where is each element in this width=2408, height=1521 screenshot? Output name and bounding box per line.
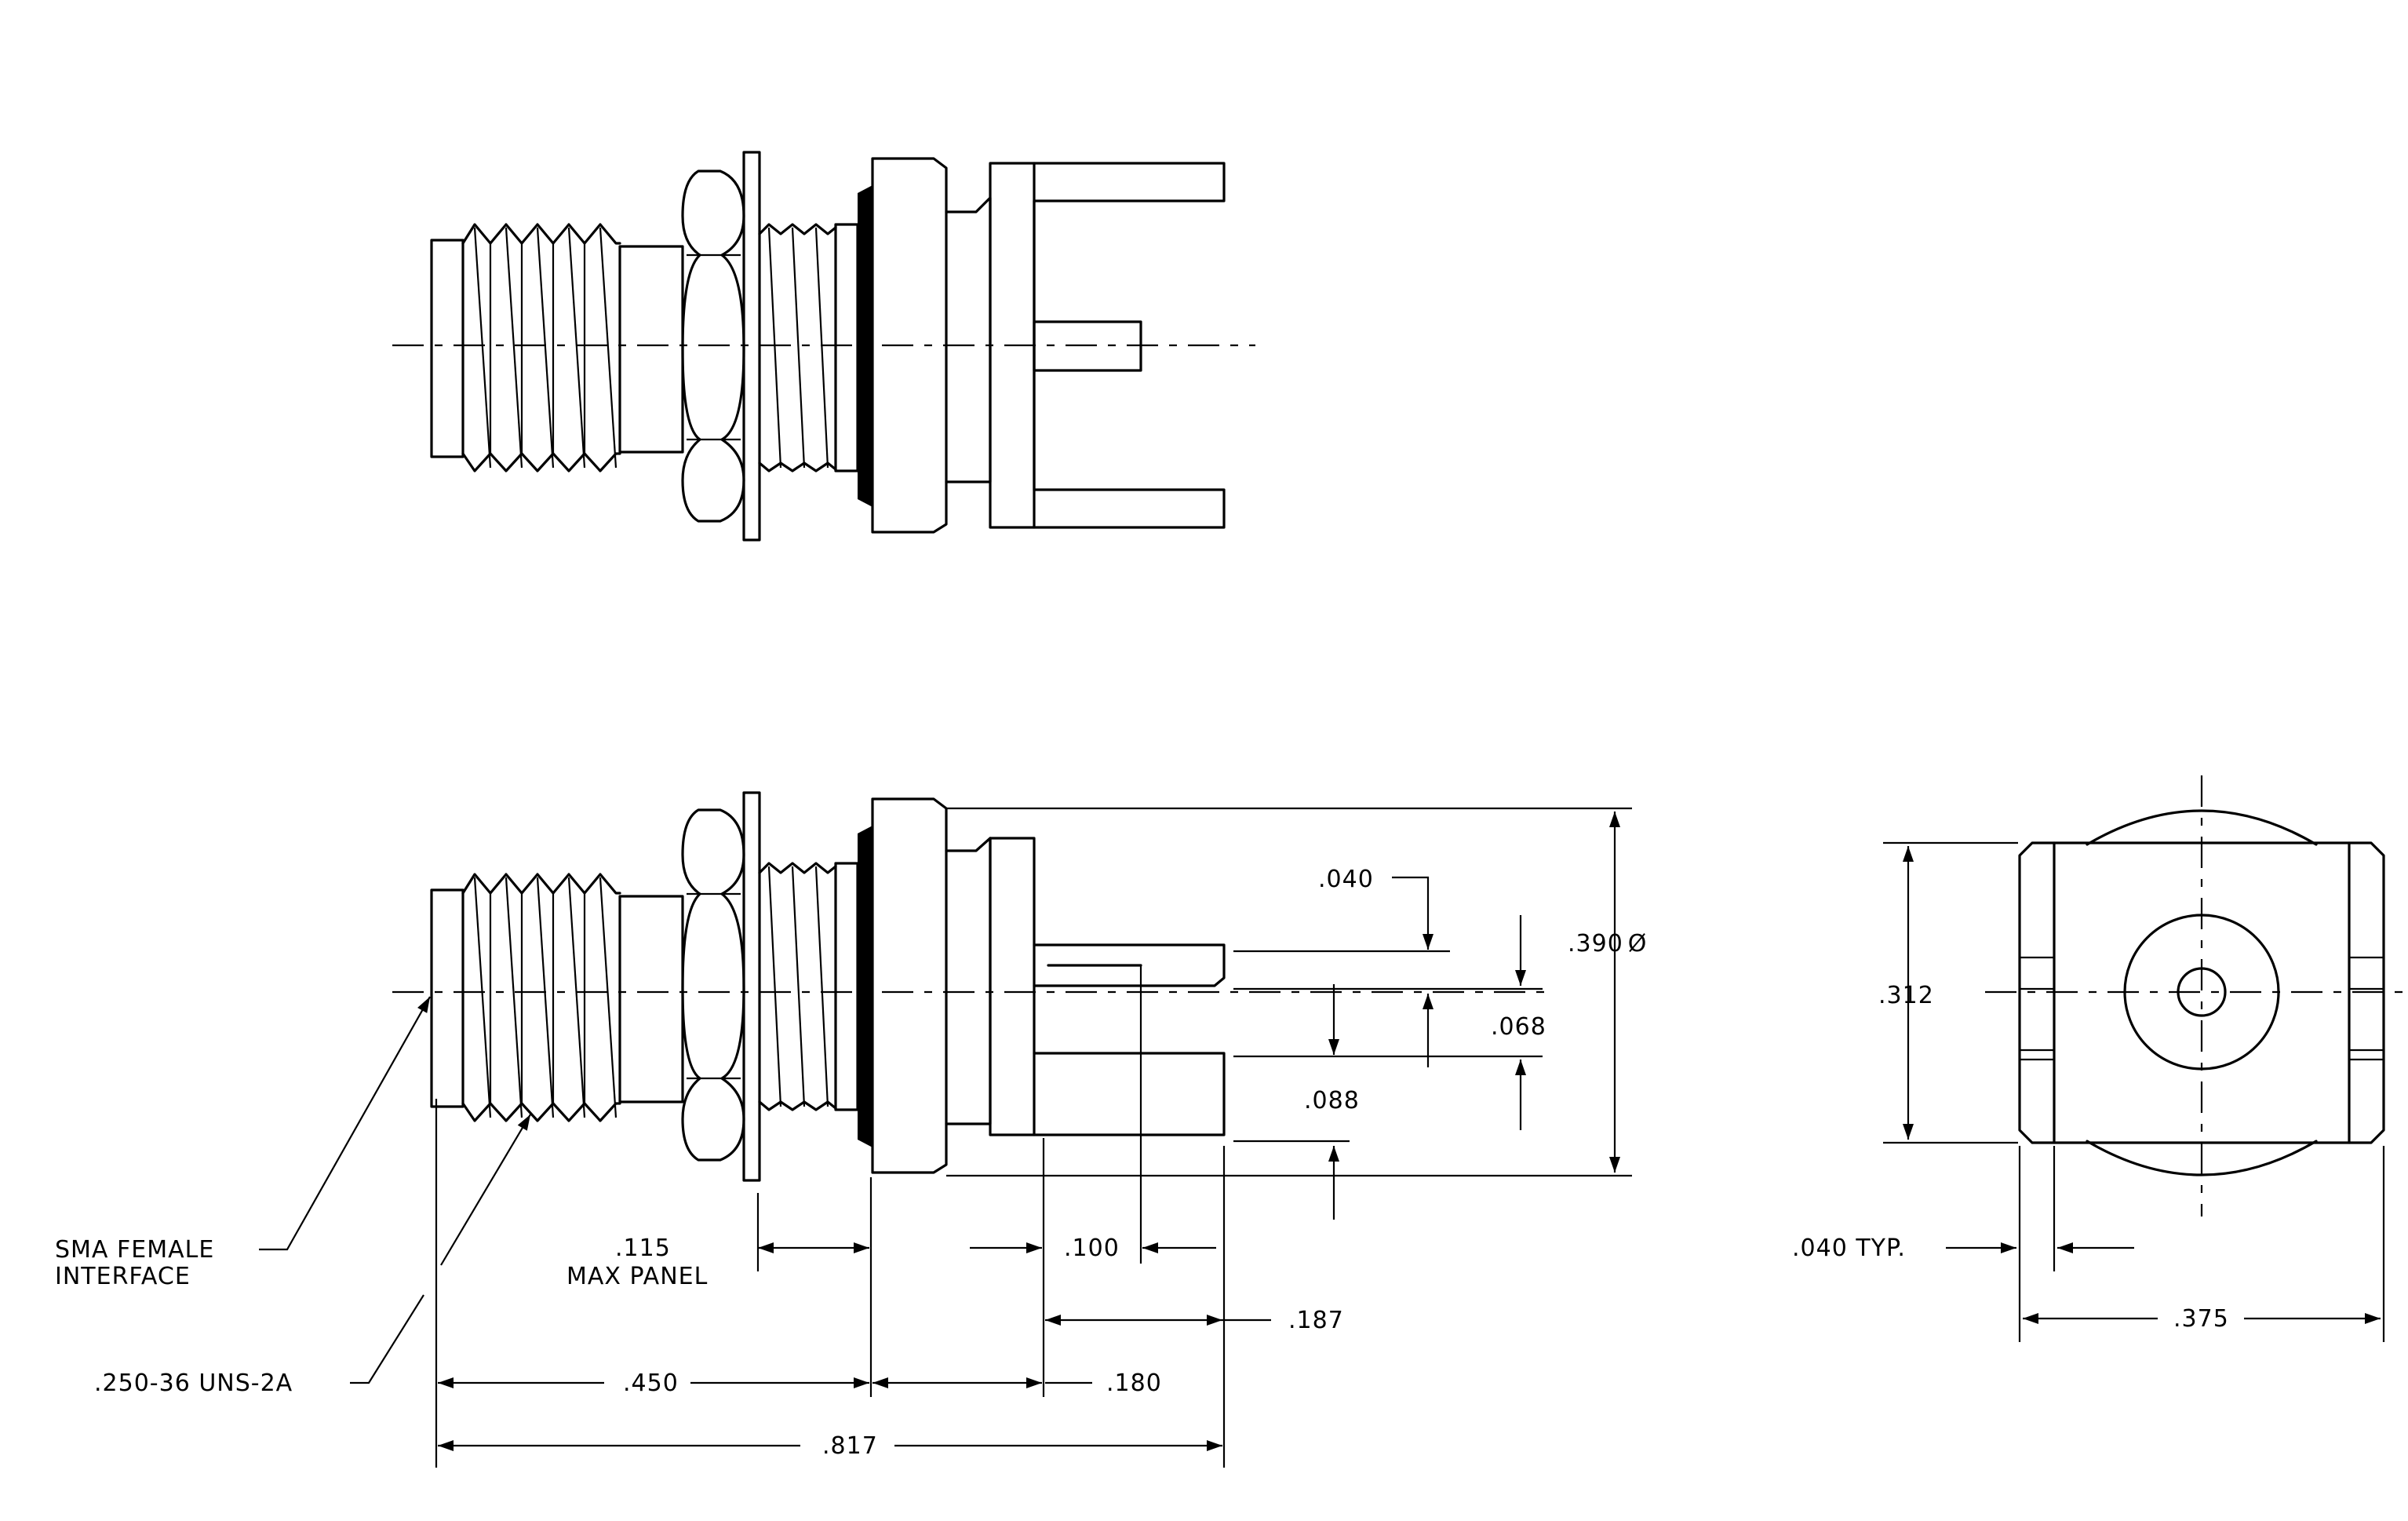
dim-817-text: .817: [822, 1432, 878, 1460]
thread-leader-upper: [440, 1114, 531, 1266]
sma-interface-label-2: INTERFACE: [55, 1263, 191, 1290]
top-upper-leg: [1033, 162, 1226, 202]
dim-088-text: .088: [1304, 1087, 1360, 1114]
side-body-block: [989, 837, 1036, 1136]
top-hex-nut: [681, 170, 745, 523]
top-collar: [834, 223, 859, 472]
side-rear-thread: [758, 862, 837, 1111]
side-collar: [834, 862, 859, 1111]
dim-375-text: .375: [2173, 1305, 2229, 1333]
dim-068-text: .068: [1491, 1013, 1546, 1041]
thread-leader-lower: [350, 1294, 424, 1384]
sma-interface-label-1: SMA FEMALE: [55, 1236, 214, 1264]
dim-040-leader: [1392, 876, 1434, 950]
side-hex-nut: [681, 808, 745, 1162]
side-upper-pin: [1033, 943, 1226, 987]
side-thread-body: [461, 873, 621, 1122]
top-flange: [871, 157, 948, 534]
side-gasket: [858, 826, 872, 1147]
top-body: [945, 196, 992, 483]
side-washer: [742, 791, 761, 1182]
dim-040typ-text: .040 TYP.: [1792, 1235, 1906, 1262]
side-body: [945, 837, 992, 1125]
top-neck: [618, 245, 684, 454]
side-lower-pin: [1033, 1052, 1226, 1136]
dim-450-text: .450: [623, 1370, 679, 1397]
end-flange-arc-bottom: [2086, 1140, 2318, 1176]
dim-040-text: .040: [1318, 866, 1374, 893]
dim-180-text: .180: [1106, 1370, 1162, 1397]
dim-115-text: .115: [615, 1235, 671, 1262]
end-body: [2018, 841, 2385, 1144]
dim-100-text: .100: [1064, 1235, 1120, 1262]
side-interface-tip: [430, 888, 464, 1108]
sma-interface-leader: [259, 996, 431, 1251]
top-rear-thread: [758, 223, 837, 472]
thread-spec-label: .250-36 UNS-2A: [94, 1370, 293, 1397]
side-flange: [871, 797, 948, 1174]
top-interface-tip: [430, 239, 464, 458]
dim-187-text: .187: [1288, 1307, 1344, 1334]
dim-312-text: .312: [1878, 982, 1934, 1009]
end-view: .312 .375 .040 TYP.: [1792, 775, 2408, 1342]
end-flange-arc-top: [2086, 809, 2318, 846]
top-thread-body: [461, 223, 621, 472]
top-lower-leg: [1033, 488, 1226, 529]
panel-note: MAX PANEL: [566, 1263, 708, 1290]
top-view: [392, 151, 1255, 542]
side-neck: [618, 895, 684, 1103]
